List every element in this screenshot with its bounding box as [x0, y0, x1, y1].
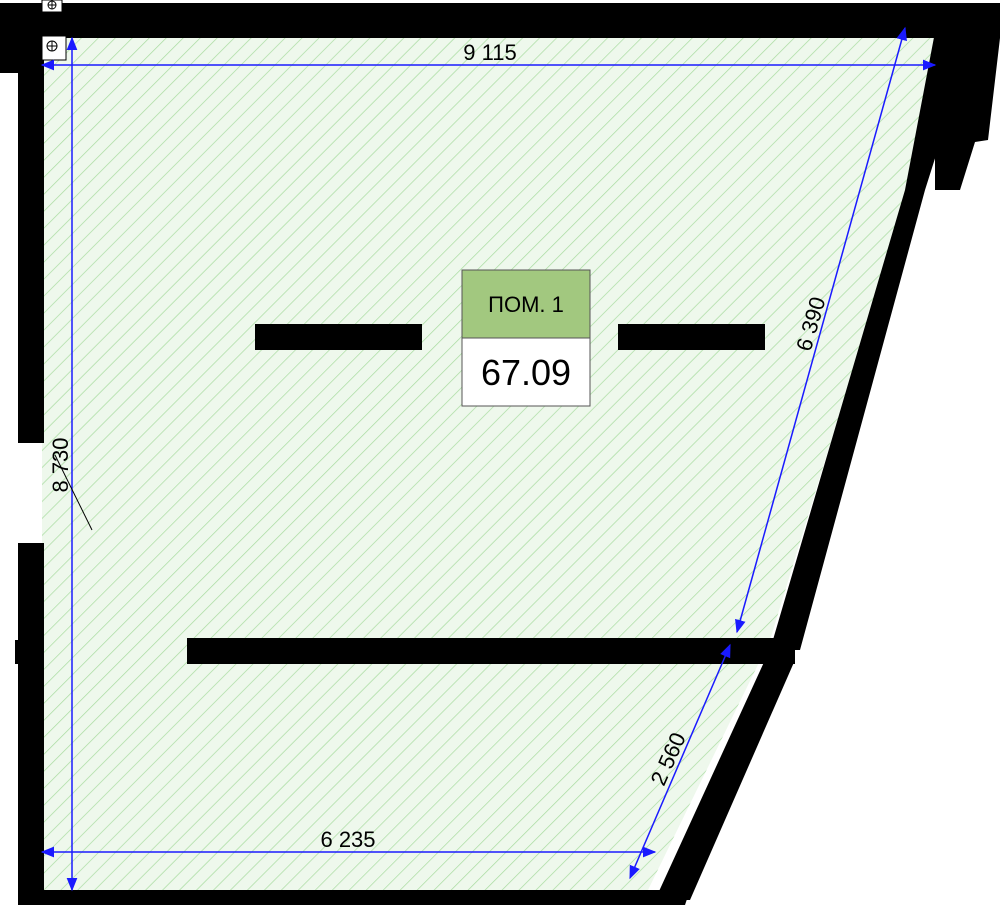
room-floor — [42, 38, 935, 890]
wall-segment-left — [255, 324, 422, 350]
room-area: 67.09 — [481, 352, 571, 393]
leader-line — [54, 454, 93, 531]
wall-top — [38, 3, 1000, 38]
dimension-label-bottom: 6 235 — [320, 827, 375, 852]
dimension-lines — [40, 26, 937, 892]
reference-markers — [41, 0, 67, 61]
wall-left-notch — [15, 640, 21, 664]
dimension-line-right — [735, 26, 907, 634]
room-tag-header — [461, 269, 591, 339]
wall-bottom — [20, 890, 690, 905]
dimension-label-top: 9 115 — [463, 40, 516, 65]
wall-left-upper — [18, 38, 44, 443]
dimension-line-diagonal — [629, 643, 731, 880]
wall-segment-right — [618, 324, 765, 350]
room-tag[interactable]: ПОМ. 1 67.09 — [461, 269, 591, 407]
room-name: ПОМ. 1 — [488, 292, 564, 317]
dimension-label-left: 8 730 — [48, 437, 73, 492]
room-tag-body — [461, 337, 591, 407]
wall-left-stub — [0, 3, 38, 73]
wall-left-lower — [18, 543, 44, 905]
partition-wall — [187, 638, 795, 664]
